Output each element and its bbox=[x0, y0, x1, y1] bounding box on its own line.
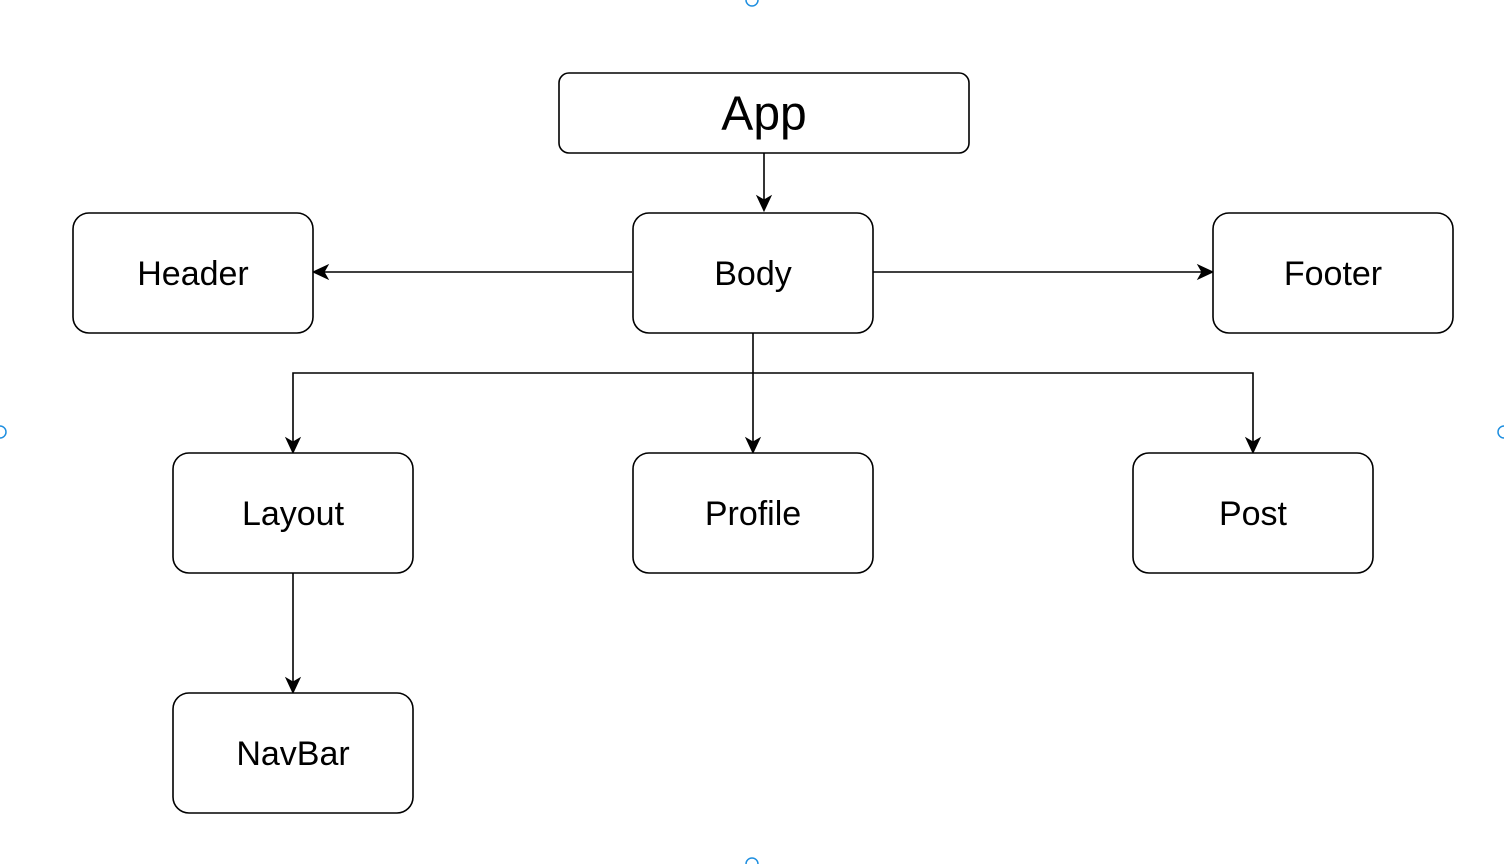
selection-handle-right[interactable] bbox=[1497, 425, 1504, 439]
arrowhead-body-layout bbox=[284, 436, 302, 455]
selection-handle-top[interactable] bbox=[745, 0, 759, 7]
arrowhead-body-profile bbox=[744, 436, 762, 455]
node-footer[interactable]: Footer bbox=[1212, 212, 1454, 334]
node-body[interactable]: Body bbox=[632, 212, 874, 334]
arrowhead-layout-navbar bbox=[284, 676, 302, 695]
node-profile-label: Profile bbox=[705, 495, 801, 533]
edge-body-layout[interactable] bbox=[292, 372, 753, 442]
node-header[interactable]: Header bbox=[72, 212, 314, 334]
node-post[interactable]: Post bbox=[1132, 452, 1374, 574]
node-body-label: Body bbox=[714, 255, 792, 293]
node-profile[interactable]: Profile bbox=[632, 452, 874, 574]
arrowhead-body-footer bbox=[1196, 263, 1215, 281]
arrowhead-body-post bbox=[1244, 436, 1262, 455]
selection-handle-left[interactable] bbox=[0, 425, 7, 439]
arrowhead-app-body bbox=[755, 194, 773, 213]
node-layout-label: Layout bbox=[242, 495, 345, 533]
edge-body-post[interactable] bbox=[753, 372, 1254, 442]
node-post-label: Post bbox=[1219, 495, 1288, 533]
connectors bbox=[284, 153, 1262, 695]
node-navbar-label: NavBar bbox=[236, 735, 349, 773]
node-header-label: Header bbox=[137, 255, 249, 293]
selection-handle-bottom[interactable] bbox=[745, 857, 759, 864]
node-footer-label: Footer bbox=[1284, 255, 1382, 293]
node-navbar[interactable]: NavBar bbox=[172, 692, 414, 814]
node-app[interactable]: App bbox=[558, 72, 970, 154]
node-app-label: App bbox=[721, 88, 806, 141]
node-layout[interactable]: Layout bbox=[172, 452, 414, 574]
arrowhead-body-header bbox=[311, 263, 330, 281]
